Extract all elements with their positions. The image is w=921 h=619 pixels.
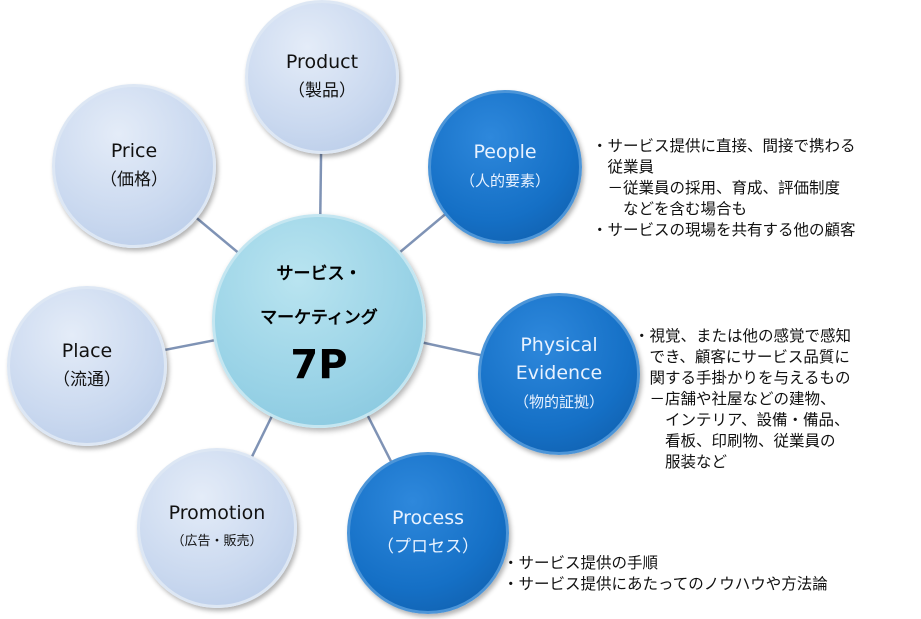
physical-evidence-notes: ・視覚、または他の感覚で感知 でき、顧客にサービス品質に 関する手掛かりを与える… xyxy=(634,326,851,473)
node-product: Product （製品） xyxy=(245,0,399,154)
node-subtitle: （製品） xyxy=(288,81,356,101)
node-subtitle: （価格） xyxy=(100,170,168,190)
node-title-line2: Evidence xyxy=(515,362,603,384)
note-line: ・サービス提供にあたってのノウハウや方法論 xyxy=(503,575,828,593)
note-line: 服装など xyxy=(634,453,728,471)
note-line: －店舗や社屋などの建物、 xyxy=(634,390,836,408)
note-line: 看板、印刷物、従業員の xyxy=(634,432,836,450)
node-subtitle: （広告・販売） xyxy=(171,534,263,549)
process-notes: ・サービス提供の手順 ・サービス提供にあたってのノウハウや方法論 xyxy=(503,553,828,595)
note-line: ・視覚、または他の感覚で感知 xyxy=(634,327,852,345)
note-line: ・サービス提供に直接、間接で携わる xyxy=(592,137,856,155)
note-line: などを含む場合も xyxy=(592,200,748,218)
node-title: Place xyxy=(61,340,113,362)
note-line: ・サービス提供の手順 xyxy=(503,554,659,572)
node-place: Place （流通） xyxy=(7,286,167,446)
note-line: 関する手掛かりを与えるもの xyxy=(634,369,851,387)
note-line: でき、顧客にサービス品質に xyxy=(634,348,850,366)
node-subtitle: （人的要素） xyxy=(459,172,550,190)
node-price: Price （価格） xyxy=(52,84,216,248)
node-subtitle: （物的証拠） xyxy=(513,393,604,411)
node-title: Price xyxy=(110,140,158,162)
center-line1: サービス・ xyxy=(276,264,362,284)
node-title: Process xyxy=(391,507,465,529)
note-line: 従業員 xyxy=(592,158,655,176)
node-process: Process （プロセス） xyxy=(347,452,509,614)
node-subtitle: （流通） xyxy=(53,370,121,390)
note-line: ・サービスの現場を共有する他の顧客 xyxy=(592,221,856,239)
center-node: サービス・ マーケティング 7P xyxy=(212,214,426,428)
node-subtitle: （プロセス） xyxy=(377,537,479,557)
node-title: People xyxy=(473,141,537,163)
node-promotion: Promotion （広告・販売） xyxy=(137,448,297,608)
center-title: 7P xyxy=(290,342,348,388)
note-line: －従業員の採用、育成、評価制度 xyxy=(592,179,841,197)
node-title-line1: Physical xyxy=(520,334,598,356)
note-line: インテリア、設備・備品、 xyxy=(634,411,850,429)
people-notes: ・サービス提供に直接、間接で携わる 従業員 －従業員の採用、育成、評価制度 など… xyxy=(592,136,856,241)
node-title: Product xyxy=(285,51,359,73)
node-title: Promotion xyxy=(168,502,266,524)
node-people: People （人的要素） xyxy=(428,90,582,244)
node-physical-evidence: Physical Evidence （物的証拠） xyxy=(478,293,640,455)
center-line2: マーケティング xyxy=(260,308,378,328)
